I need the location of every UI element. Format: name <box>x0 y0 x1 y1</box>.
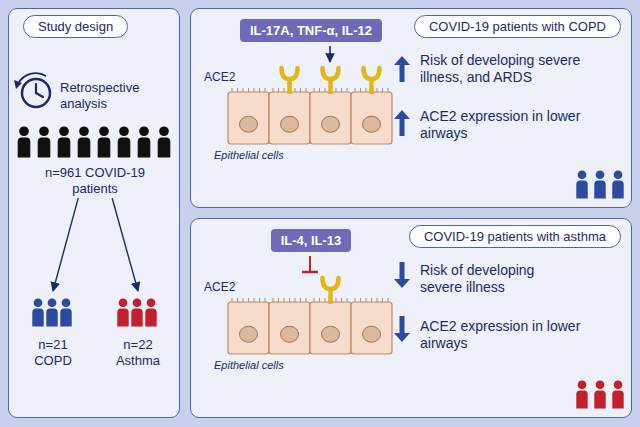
activation-arrow <box>329 46 331 62</box>
receptor-label: ACE2 <box>204 70 235 84</box>
tissue-label-holder: Epithelial cells <box>214 359 284 372</box>
patient-group: n=22 Asthma <box>99 293 177 368</box>
cytokine-box: IL-4, IL-13 <box>271 229 352 252</box>
panel-heading: Study design <box>23 15 128 38</box>
person-icon <box>58 126 71 157</box>
epithelial-cells <box>228 68 392 144</box>
panel-title: COVID-19 patients with asthma <box>424 229 606 244</box>
person-icon <box>612 380 623 408</box>
panel-fill <box>190 8 632 208</box>
person-icon <box>594 380 605 408</box>
panel-fill <box>190 218 632 418</box>
receptor-label-holder: ACE2 <box>204 70 235 84</box>
patient-group: n=961 COVID-19 patients <box>15 121 175 196</box>
outcome-text-holder: ACE2 expression in lower airways <box>420 108 595 142</box>
tissue-label: Epithelial cells <box>214 149 284 162</box>
study-design-panel: Study design n=961 COVID-19 patients n=21 … <box>8 8 180 418</box>
outcome-text: ACE2 expression in lower airways <box>420 108 595 142</box>
person-icon <box>117 298 128 326</box>
ace2-receptor <box>323 278 339 304</box>
patient-group: n=21 COPD <box>15 293 91 368</box>
outcome-text-holder: Risk of developing severe illness <box>420 262 570 296</box>
panel-heading: COVID-19 patients with asthma <box>409 225 621 248</box>
person-icon <box>60 298 71 326</box>
outcome-text: Risk of developing severe illness <box>420 262 570 296</box>
tissue-label-holder: Epithelial cells <box>214 149 284 162</box>
cytokine-text: IL-17A, TNF-α, IL-12 <box>250 23 372 38</box>
outcome-text-holder: Risk of developing severe illness, and A… <box>420 52 595 86</box>
ace2-receptor <box>364 68 380 94</box>
person-icon <box>145 298 156 326</box>
ace2-receptor <box>282 68 298 94</box>
person-icon <box>18 126 31 157</box>
person-icon <box>118 126 131 157</box>
person-icon <box>46 298 57 326</box>
method-label-holder: Retrospective analysis <box>60 80 160 111</box>
method-label: Retrospective analysis <box>60 80 160 111</box>
decrease-arrow <box>394 316 410 342</box>
flow-arrow <box>112 198 138 291</box>
outcome-text: ACE2 expression in lower airways <box>420 318 595 352</box>
tissue-label: Epithelial cells <box>214 359 284 372</box>
clock-icon <box>14 73 50 107</box>
person-icon <box>131 298 142 326</box>
inhibition-line <box>302 256 318 272</box>
person-icon <box>32 298 43 326</box>
group-text: n=961 COVID-19 patients <box>35 165 155 196</box>
person-icon <box>38 126 51 157</box>
person-icon <box>576 170 587 198</box>
decrease-arrow <box>394 262 410 288</box>
person-icon <box>612 170 623 198</box>
outcome-text-holder: ACE2 expression in lower airways <box>420 318 595 352</box>
receptor-label-holder: ACE2 <box>204 280 235 294</box>
group-text: n=21 COPD <box>30 337 76 368</box>
epithelial-cells <box>228 278 392 354</box>
panel-heading: COVID-19 patients with COPD <box>414 15 621 38</box>
cytokine-text: IL-4, IL-13 <box>281 233 342 248</box>
person-icon <box>98 126 111 157</box>
group-text: n=22 Asthma <box>112 337 164 368</box>
person-icon <box>138 126 151 157</box>
panel-title: Study design <box>38 19 113 34</box>
outcome-text: Risk of developing severe illness, and A… <box>420 52 595 86</box>
increase-arrow <box>394 56 410 82</box>
increase-arrow <box>394 110 410 136</box>
person-icon <box>576 380 587 408</box>
panel-fill <box>8 8 180 418</box>
person-icon <box>78 126 91 157</box>
cytokine-box: IL-17A, TNF-α, IL-12 <box>240 19 382 42</box>
ace2-receptor <box>323 68 339 94</box>
panel-title: COVID-19 patients with COPD <box>429 19 606 34</box>
person-icon <box>594 170 605 198</box>
person-icon <box>158 126 171 157</box>
flow-arrow <box>53 198 78 291</box>
receptor-label: ACE2 <box>204 280 235 294</box>
